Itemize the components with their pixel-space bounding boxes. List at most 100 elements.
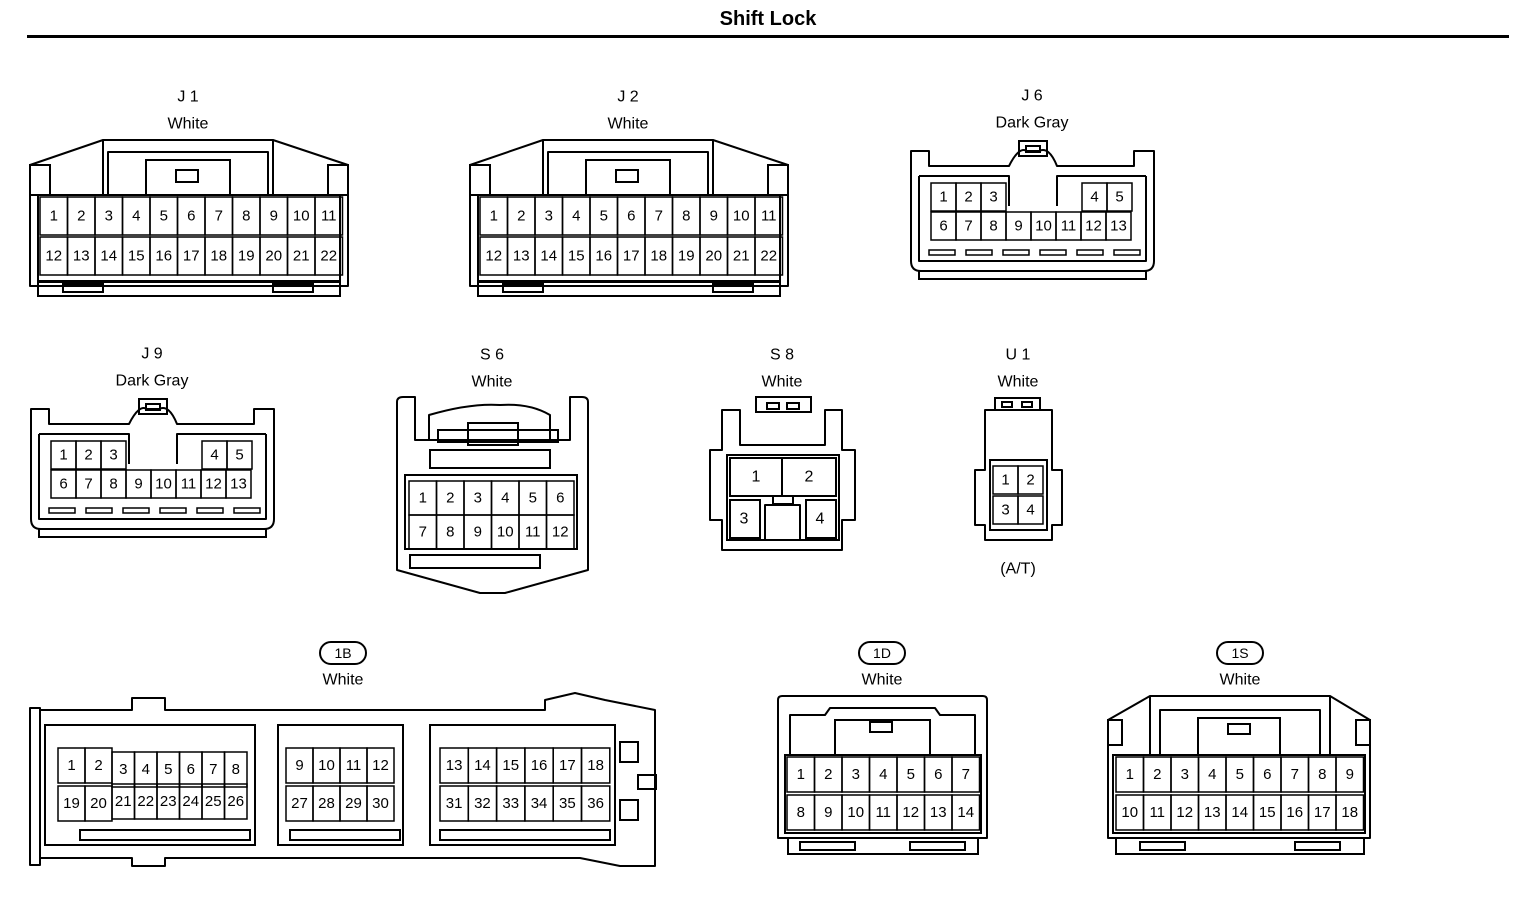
connector-color: White — [608, 116, 649, 133]
connector-outline — [233, 507, 261, 514]
connector-id: J 2 — [617, 89, 638, 106]
pin-number: 9 — [295, 757, 303, 774]
connector-outline — [834, 719, 931, 756]
pin-cell — [1017, 495, 1044, 525]
pin-number: 11 — [761, 208, 777, 225]
connector-id: 1B — [334, 645, 351, 661]
pin-number: 12 — [1085, 218, 1102, 235]
pin-cell — [951, 756, 981, 793]
connector-color: Dark Gray — [996, 115, 1069, 132]
connector-outline — [85, 507, 113, 514]
pin-number: 31 — [446, 795, 463, 812]
connector-outline — [542, 140, 714, 195]
connector-outline — [1112, 754, 1366, 834]
connector-outline — [1039, 249, 1067, 256]
pin-number: 2 — [805, 469, 814, 486]
connector-id: U 1 — [1006, 347, 1031, 364]
pin-number: 1 — [59, 447, 67, 464]
pin-number: 11 — [875, 804, 891, 821]
pin-number: 7 — [215, 208, 223, 225]
connector-outline — [429, 449, 551, 469]
pin-number: 6 — [1263, 766, 1271, 783]
pin-number: 8 — [682, 208, 690, 225]
pin-number: 21 — [293, 248, 310, 265]
connector-outline — [637, 774, 657, 790]
pin-number: 11 — [525, 524, 541, 541]
pin-number: 11 — [321, 208, 337, 225]
connector-outline — [1021, 401, 1033, 408]
connector-outline — [784, 754, 982, 834]
pin-number: 1 — [752, 469, 761, 486]
pin-number: 20 — [90, 795, 107, 812]
pin-number: 13 — [1204, 804, 1221, 821]
connector-outline — [712, 283, 754, 293]
pin-number: 9 — [474, 524, 482, 541]
connector-id-badge — [858, 641, 906, 665]
connector-outline — [138, 398, 168, 415]
pin-number: 10 — [1121, 804, 1138, 821]
connector-outline — [396, 396, 589, 594]
connector-outline — [767, 164, 789, 196]
connector-outline — [29, 692, 656, 867]
connector-id-badge — [1216, 641, 1264, 665]
pin-number: 9 — [134, 476, 142, 493]
pin-number: 4 — [1090, 189, 1098, 206]
pin-cell — [314, 236, 344, 276]
connector-outline — [755, 396, 812, 413]
connector-outline — [1002, 249, 1030, 256]
pin-number: 35 — [559, 795, 576, 812]
pin-number: 2 — [84, 447, 92, 464]
pin-number: 3 — [852, 766, 860, 783]
pin-number: 15 — [502, 757, 519, 774]
pin-number: 24 — [182, 793, 199, 810]
connector-color: White — [1220, 672, 1261, 689]
pin-number: 13 — [230, 476, 247, 493]
pin-number: 17 — [623, 248, 640, 265]
connector-outline — [37, 281, 341, 297]
pin-number: 11 — [181, 476, 197, 493]
pin-number: 17 — [559, 757, 576, 774]
pin-number: 14 — [540, 248, 557, 265]
title-rule — [27, 35, 1509, 38]
pin-number: 5 — [164, 761, 172, 778]
pin-number: 4 — [1208, 766, 1216, 783]
pin-number: 1 — [1001, 472, 1009, 489]
connector-outline — [1149, 696, 1331, 755]
connector-id: 1D — [873, 645, 891, 661]
connector-outline — [289, 829, 401, 841]
connector-outline — [62, 283, 104, 293]
pin-number: 13 — [513, 248, 530, 265]
pin-number: 10 — [847, 804, 864, 821]
connector-color: White — [862, 672, 903, 689]
pin-cell — [951, 794, 981, 831]
connector-outline — [159, 507, 187, 514]
pin-number: 36 — [587, 795, 604, 812]
connector-outline — [1113, 249, 1141, 256]
connector-outline — [805, 499, 837, 539]
pin-number: 8 — [242, 208, 250, 225]
connector-outline — [327, 164, 349, 196]
pin-cell — [1106, 182, 1133, 212]
pin-number: 23 — [160, 793, 177, 810]
pin-number: 29 — [345, 795, 362, 812]
pin-number: 16 — [531, 757, 548, 774]
connector-outline — [726, 454, 840, 541]
pin-number: 8 — [109, 476, 117, 493]
pin-number: 22 — [320, 248, 337, 265]
pin-cell — [580, 785, 611, 822]
connector-outline — [175, 169, 199, 183]
pin-number: 20 — [265, 248, 282, 265]
connector-outline — [781, 457, 837, 497]
pin-number: 9 — [710, 208, 718, 225]
pin-number: 9 — [1346, 766, 1354, 783]
pin-number: 14 — [100, 248, 117, 265]
connector-outline — [1025, 145, 1041, 153]
pin-number: 8 — [232, 761, 240, 778]
pin-number: 14 — [957, 804, 974, 821]
pin-number: 26 — [227, 793, 244, 810]
connector-outline — [1355, 719, 1371, 746]
connector-outline — [1018, 140, 1048, 157]
pin-number: 11 — [1061, 218, 1077, 235]
